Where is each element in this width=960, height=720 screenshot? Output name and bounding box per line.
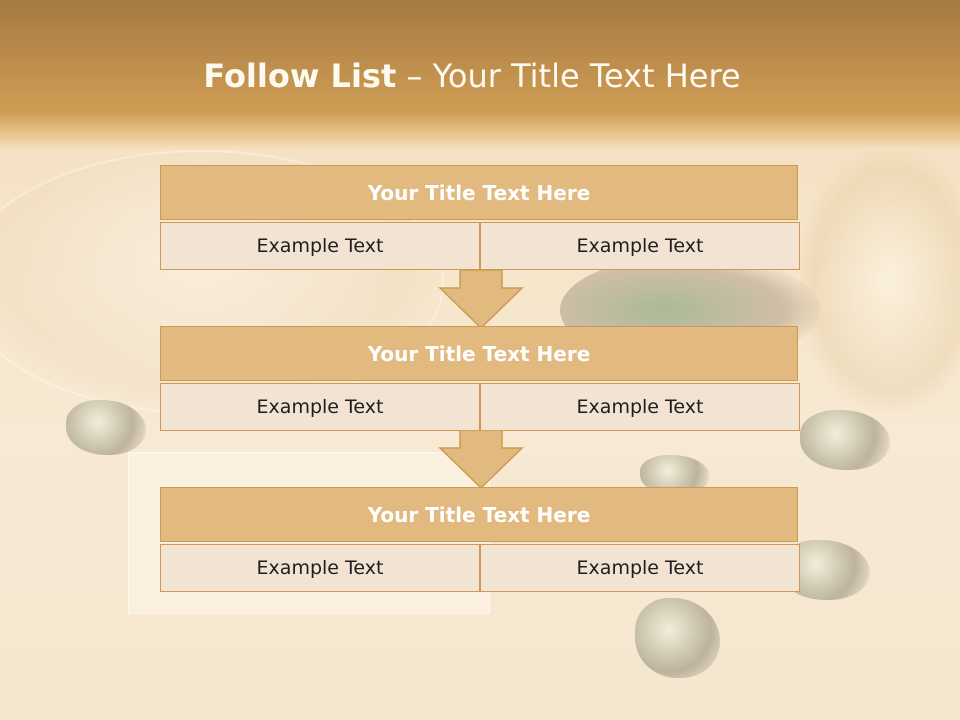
step-cell-left: Example Text (160, 383, 480, 431)
slide-title: Follow List – Your Title Text Here (0, 56, 944, 96)
background-stone-decoration (66, 400, 146, 455)
step-title: Your Title Text Here (160, 326, 798, 381)
down-arrow-icon (438, 430, 524, 490)
slide-title-bold: Follow List (203, 57, 397, 95)
step-title: Your Title Text Here (160, 165, 798, 220)
header-band (0, 0, 960, 150)
background-sparkle-decoration (800, 150, 960, 410)
follow-list-step-3: Your Title Text Here Example Text Exampl… (160, 487, 800, 593)
step-title: Your Title Text Here (160, 487, 798, 542)
slide-title-rest: – Your Title Text Here (396, 57, 741, 95)
step-cell-left: Example Text (160, 544, 480, 592)
follow-list-step-1: Your Title Text Here Example Text Exampl… (160, 165, 800, 271)
down-arrow-icon (438, 270, 524, 330)
background-stone-decoration (800, 410, 890, 470)
step-cell-right: Example Text (480, 544, 800, 592)
background-stone-decoration (635, 598, 720, 678)
step-cell-right: Example Text (480, 222, 800, 270)
follow-list-step-2: Your Title Text Here Example Text Exampl… (160, 326, 800, 432)
step-cell-left: Example Text (160, 222, 480, 270)
step-cell-right: Example Text (480, 383, 800, 431)
